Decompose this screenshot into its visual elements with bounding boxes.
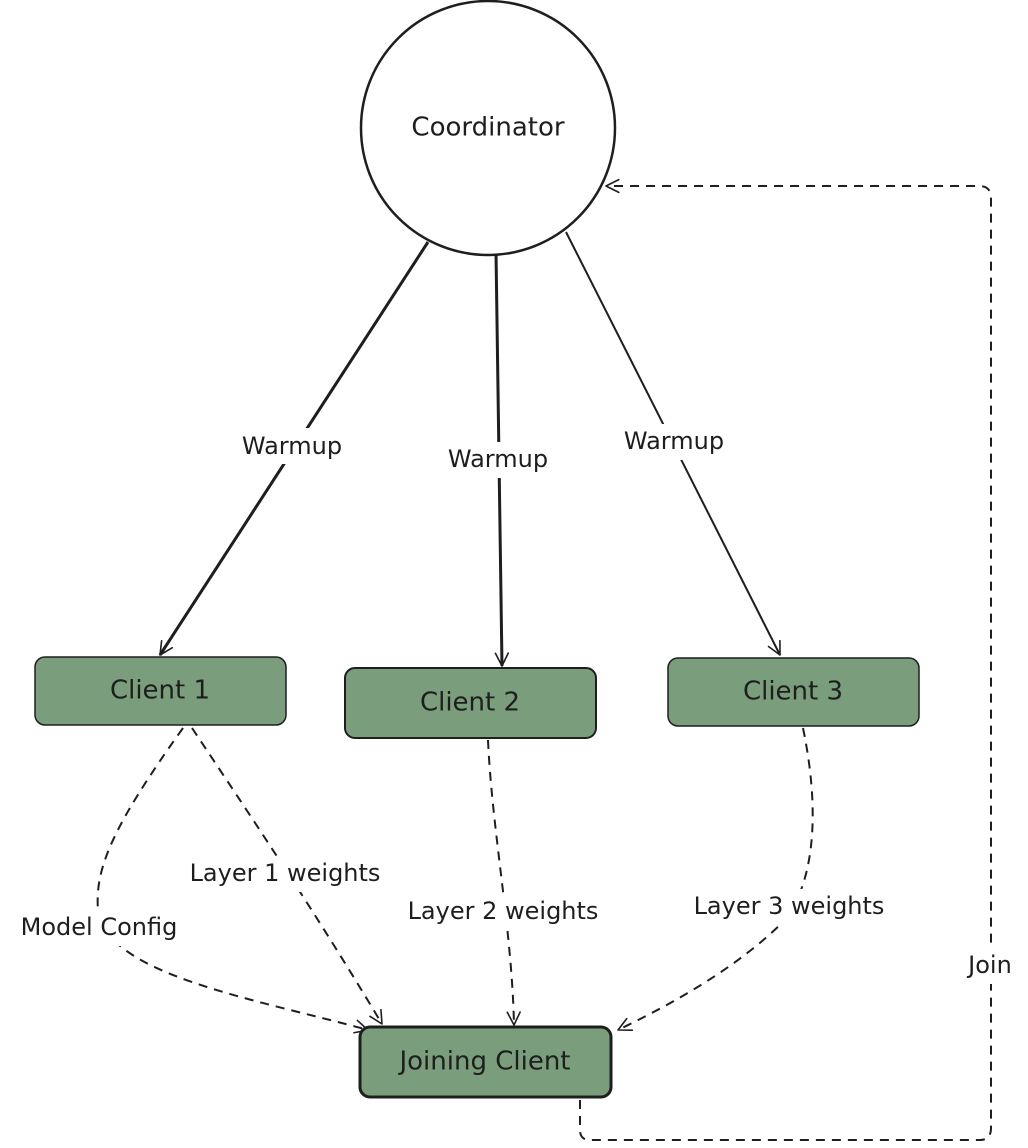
client-3-node[interactable]: Client 3 xyxy=(667,657,920,727)
join-edge xyxy=(579,178,992,1141)
client-2-label: Client 2 xyxy=(420,688,520,718)
warmup-label-3: Warmup xyxy=(624,427,724,455)
layer2-weights-edge xyxy=(487,739,521,1026)
warmup-label-2: Warmup xyxy=(448,445,548,473)
join-label: Join xyxy=(966,951,1012,979)
coordinator-label: Coordinator xyxy=(411,113,564,143)
layer2-weights-label: Layer 2 weights xyxy=(408,897,599,925)
model-config-label: Model Config xyxy=(21,913,178,941)
joining-client-label: Joining Client xyxy=(397,1047,570,1077)
client-3-label: Client 3 xyxy=(743,677,843,707)
client-2-node[interactable]: Client 2 xyxy=(344,667,597,739)
layer3-weights-edge xyxy=(617,727,814,1031)
client-1-node[interactable]: Client 1 xyxy=(34,656,287,726)
layer1-weights-label: Layer 1 weights xyxy=(190,859,381,887)
warmup-label-1: Warmup xyxy=(242,432,342,460)
coordinator-node[interactable]: Coordinator xyxy=(359,0,617,257)
client-1-label: Client 1 xyxy=(110,676,210,706)
joining-client-node[interactable]: Joining Client xyxy=(358,1025,613,1099)
layer3-weights-label: Layer 3 weights xyxy=(694,892,885,920)
